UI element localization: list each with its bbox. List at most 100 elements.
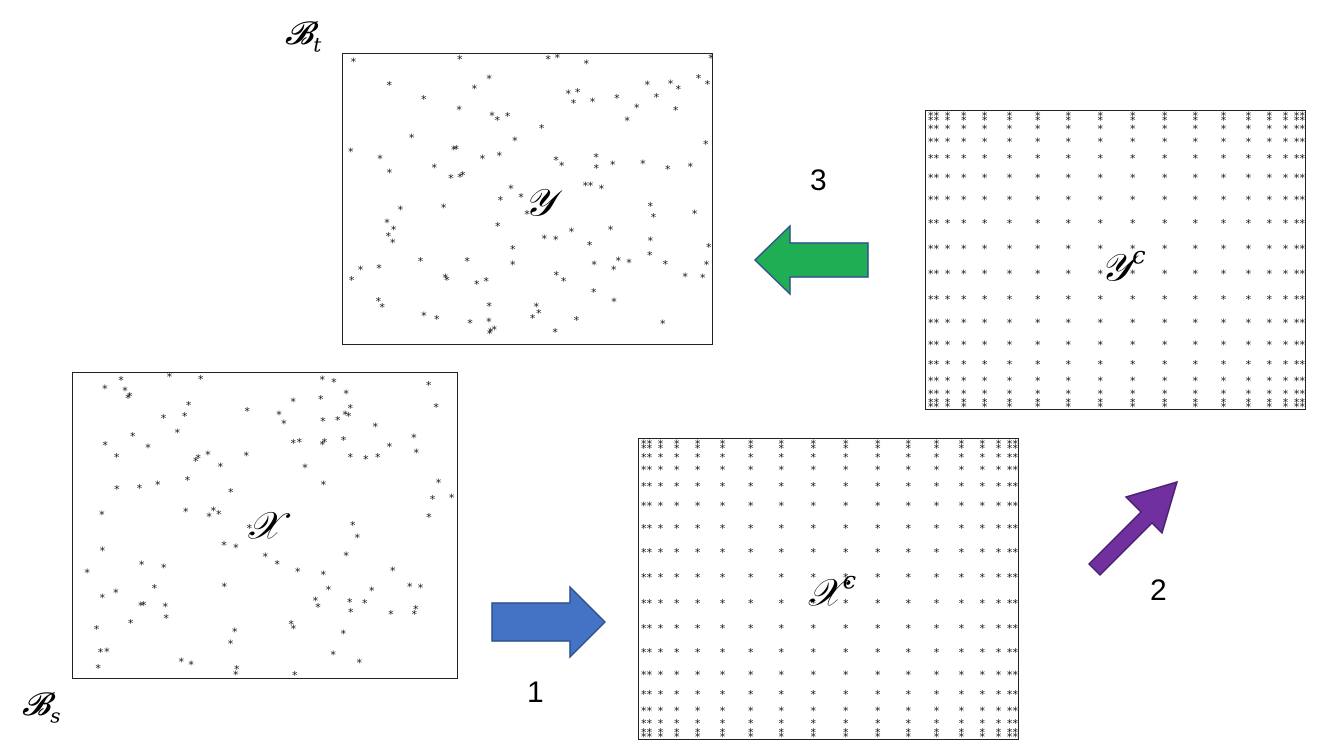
point-marker: * (206, 511, 212, 524)
point-marker: * (1097, 396, 1103, 409)
point-marker: * (934, 730, 940, 740)
point-marker: * (1162, 135, 1168, 148)
point-marker: * (945, 293, 951, 306)
point-marker: * (1065, 358, 1071, 371)
point-marker: * (505, 110, 511, 123)
point-marker: * (982, 396, 988, 409)
arrow-2 (1087, 480, 1179, 577)
point-marker: * (982, 123, 988, 136)
point-marker: * (647, 522, 653, 535)
point-marker: * (961, 317, 967, 330)
point-marker: * (906, 730, 912, 740)
point-marker: * (1300, 123, 1306, 136)
point-marker: * (982, 339, 988, 352)
point-marker: * (444, 274, 450, 287)
point-marker: * (906, 546, 912, 559)
point-marker: * (1267, 268, 1273, 281)
point-marker: * (418, 582, 424, 595)
point-marker: * (647, 235, 653, 248)
point-marker: * (1193, 193, 1199, 206)
point-marker: * (843, 704, 849, 717)
point-marker: * (961, 123, 967, 136)
point-marker: * (640, 157, 646, 170)
point-marker: * (375, 451, 381, 464)
point-marker: * (945, 317, 951, 330)
point-marker: * (658, 646, 664, 659)
point-marker: * (695, 597, 701, 610)
point-marker: * (748, 688, 754, 701)
point-marker: * (510, 259, 516, 272)
point-marker: * (945, 268, 951, 281)
point-marker: * (1267, 217, 1273, 230)
point-marker: * (233, 542, 239, 555)
point-marker: * (959, 546, 965, 559)
point-marker: * (348, 146, 354, 159)
point-marker: * (1193, 111, 1199, 123)
point-marker: * (1221, 135, 1227, 148)
point-marker: * (1294, 375, 1300, 388)
point-marker: * (1221, 293, 1227, 306)
point-marker: * (1246, 152, 1252, 165)
point-marker: * (1035, 375, 1041, 388)
point-marker: * (674, 668, 680, 681)
point-marker: * (700, 271, 706, 284)
point-marker: * (720, 646, 726, 659)
point-marker: * (875, 704, 881, 717)
point-marker: * (810, 571, 816, 584)
point-marker: * (1294, 242, 1300, 255)
point-marker: * (1283, 293, 1289, 306)
point-marker: * (996, 726, 1002, 739)
point-marker: * (542, 233, 548, 246)
point-marker: * (1013, 451, 1019, 464)
point-marker: * (959, 442, 965, 455)
point-marker: * (980, 668, 986, 681)
point-marker: * (980, 730, 986, 740)
point-marker: * (1221, 217, 1227, 230)
point-marker: * (675, 83, 681, 96)
point-marker: * (460, 169, 466, 182)
point-marker: * (695, 571, 701, 584)
point-marker: * (626, 256, 632, 269)
point-marker: * (1221, 111, 1227, 123)
point-marker: * (810, 646, 816, 659)
point-marker: * (340, 628, 346, 641)
point-marker: * (1162, 268, 1168, 281)
point-marker: * (1162, 387, 1168, 400)
point-marker: * (875, 597, 881, 610)
point-marker: * (641, 646, 647, 659)
point-marker: * (122, 384, 128, 397)
point-marker: * (591, 259, 597, 272)
point-marker: * (430, 493, 436, 506)
point-marker: * (343, 549, 349, 562)
point-marker: * (99, 509, 105, 522)
point-marker: * (1300, 135, 1306, 148)
point-marker: * (641, 726, 647, 739)
point-marker: * (1065, 293, 1071, 306)
point-marker: * (934, 396, 940, 409)
point-marker: * (553, 154, 559, 167)
point-marker: * (982, 358, 988, 371)
point-marker: * (218, 461, 224, 474)
point-marker: * (530, 312, 536, 325)
point-marker: * (1007, 522, 1013, 535)
point-marker: * (1007, 704, 1013, 717)
point-marker: * (343, 388, 349, 401)
point-marker: * (351, 56, 357, 69)
point-marker: * (480, 152, 486, 165)
point-marker: * (1267, 114, 1273, 127)
point-marker: * (1193, 217, 1199, 230)
point-marker: * (448, 172, 454, 185)
point-marker: * (347, 596, 353, 609)
point-marker: * (1300, 339, 1306, 352)
point-marker: * (1065, 135, 1071, 148)
point-marker: * (934, 339, 940, 352)
point-marker: * (778, 622, 784, 635)
point-marker: * (875, 730, 881, 740)
point-marker: * (695, 439, 701, 451)
point-marker: * (1035, 152, 1041, 165)
point-marker: * (708, 54, 713, 65)
point-marker: * (1035, 217, 1041, 230)
point-marker: * (398, 204, 404, 217)
point-marker: * (1130, 396, 1136, 409)
target-scatter-points: ****************************************… (348, 54, 713, 341)
